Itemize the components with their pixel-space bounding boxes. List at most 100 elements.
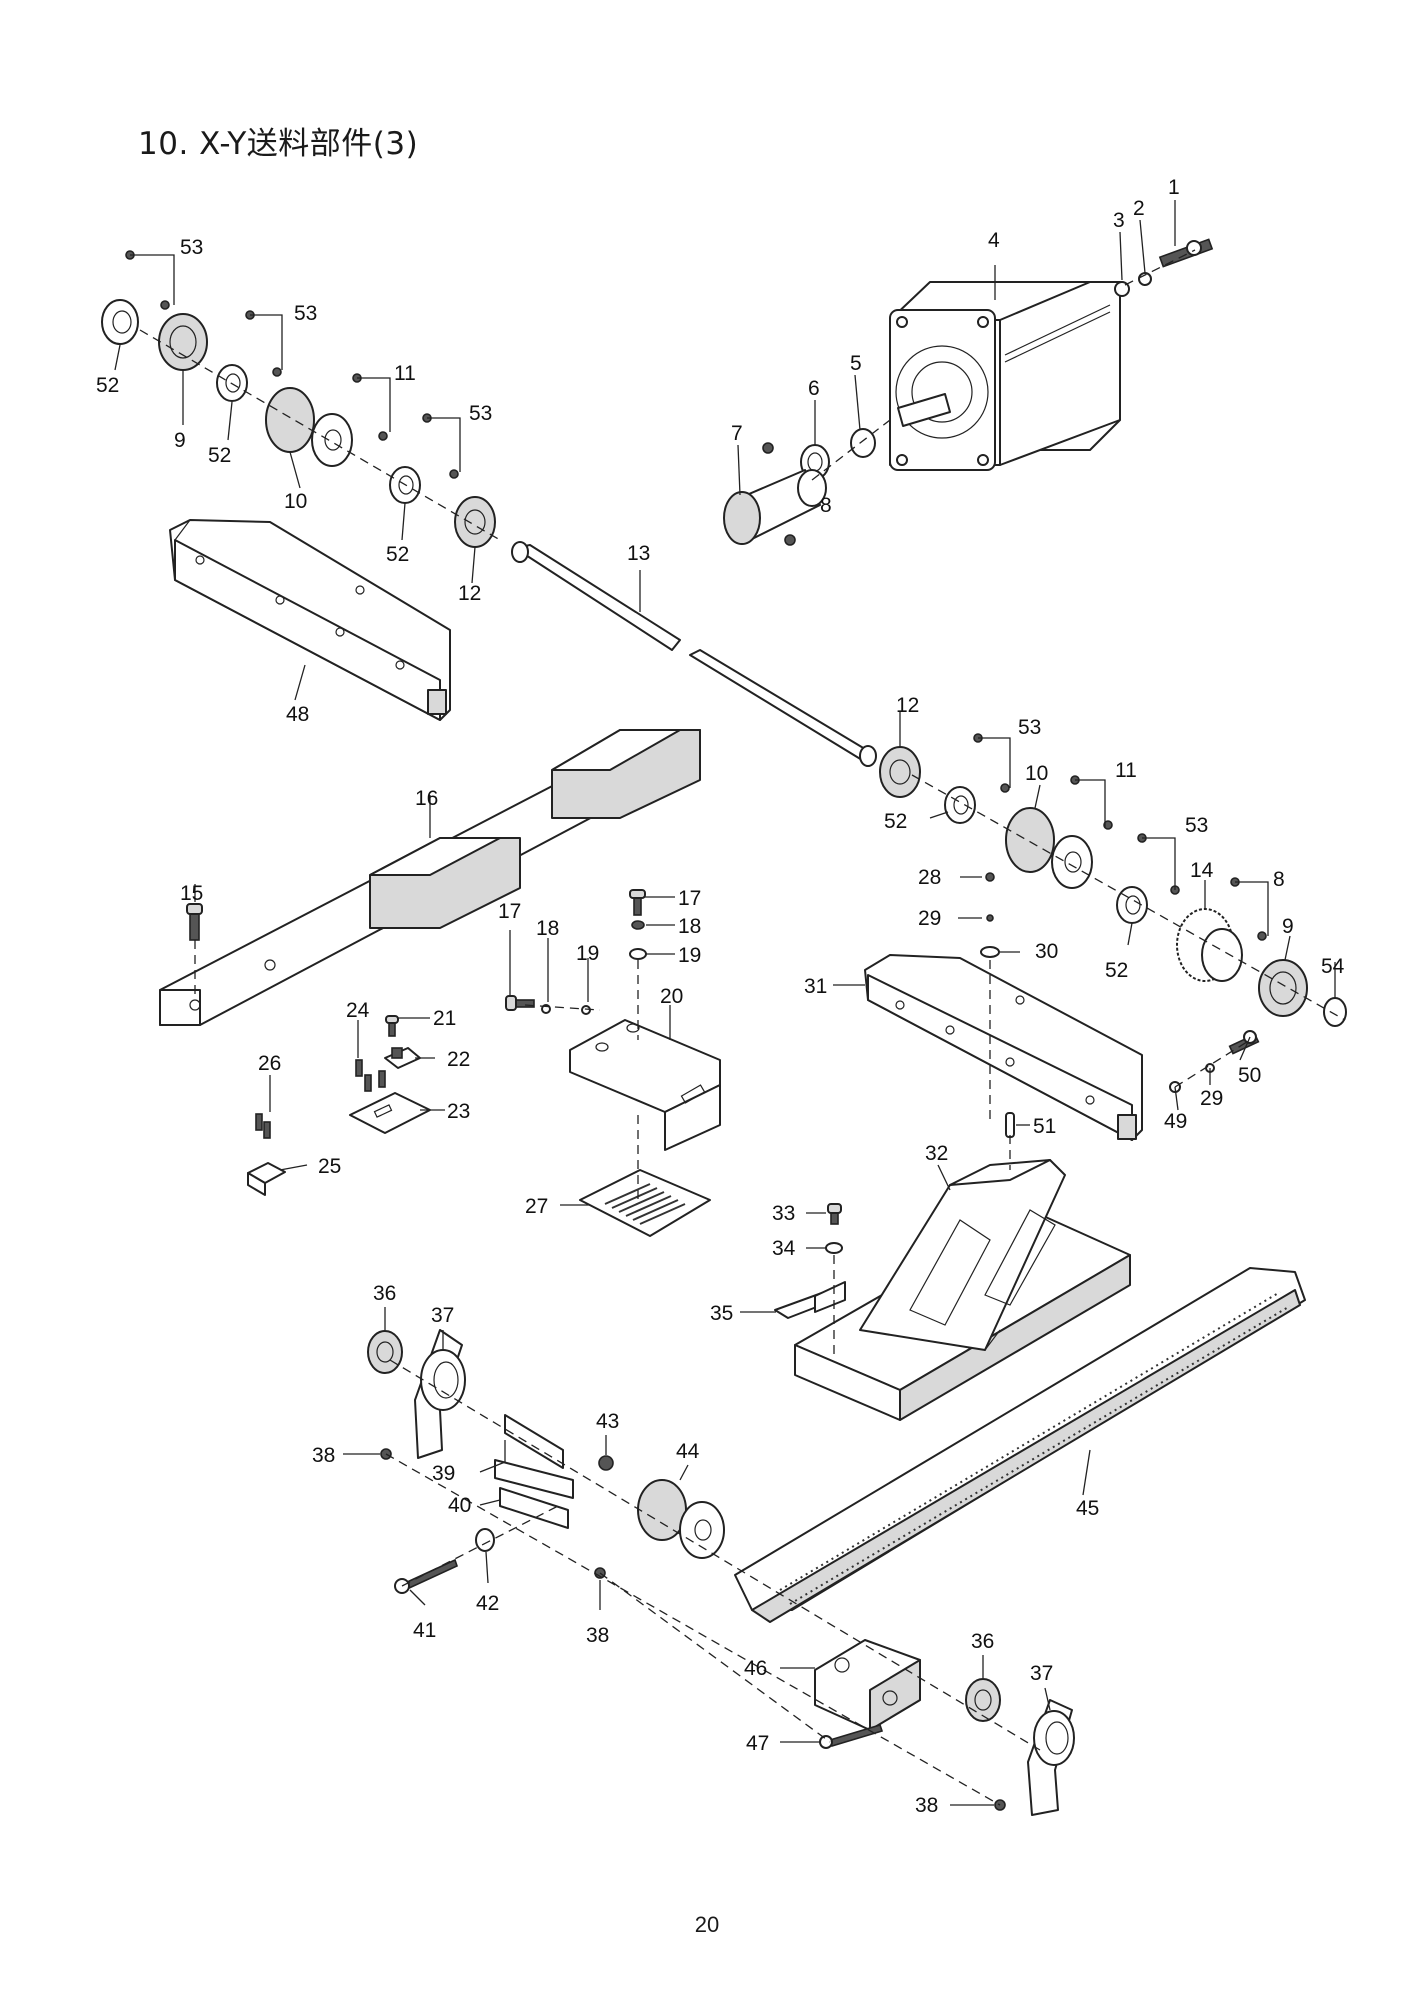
- callout-46: 46: [744, 1657, 767, 1680]
- callout-12-a: 12: [458, 582, 481, 605]
- callout-53-c: 53: [469, 402, 492, 425]
- pulley-10-right: [1005, 807, 1093, 889]
- stepper-motor: [889, 281, 1121, 471]
- callout-50: 50: [1238, 1064, 1261, 1087]
- collar-52-d: [1116, 886, 1148, 924]
- callout-27: 27: [525, 1195, 548, 1218]
- callout-52-b: 52: [208, 444, 231, 467]
- callout-23: 23: [447, 1100, 470, 1123]
- assembly-lines: [139, 249, 1346, 1806]
- callout-8-a: 8: [820, 494, 832, 517]
- callout-53-e: 53: [1185, 814, 1208, 837]
- callout-52-e: 52: [1105, 959, 1128, 982]
- bracket-20: [569, 1019, 721, 1151]
- callout-54: 54: [1321, 955, 1345, 978]
- callout-29-a: 29: [918, 907, 941, 930]
- block-22: [384, 1047, 421, 1069]
- callout-7: 7: [731, 422, 743, 445]
- bearing-12-right: [879, 746, 921, 798]
- callout-10-a: 10: [284, 490, 307, 513]
- washer-5: [850, 428, 876, 458]
- pulley-10-left: [265, 387, 353, 467]
- callout-45: 45: [1076, 1497, 1099, 1520]
- callout-18-b: 18: [678, 915, 701, 938]
- bearing-12-left: [454, 496, 496, 548]
- plate-27: [579, 1169, 711, 1237]
- callout-48: 48: [286, 703, 309, 726]
- pin-51: [1005, 1112, 1015, 1138]
- callout-52-a: 52: [96, 374, 119, 397]
- callout-42: 42: [476, 1592, 499, 1615]
- bearing-9-right: [1258, 959, 1308, 1017]
- bearing-36-a: [367, 1330, 403, 1374]
- timing-belt-45: [734, 1267, 1306, 1623]
- callout-39: 39: [432, 1462, 455, 1485]
- shaft-13: [511, 541, 877, 767]
- callout-53-b: 53: [294, 302, 317, 325]
- callout-38-c: 38: [915, 1794, 938, 1817]
- callout-11-a: 11: [394, 362, 416, 385]
- callout-19-b: 19: [678, 944, 701, 967]
- callout-31: 31: [804, 975, 827, 998]
- callout-24: 24: [346, 999, 370, 1022]
- callout-28: 28: [918, 866, 941, 889]
- callout-4: 4: [988, 229, 1000, 252]
- stand-32: [794, 1159, 1131, 1421]
- callout-20: 20: [660, 985, 683, 1008]
- callout-25: 25: [318, 1155, 341, 1178]
- callout-6: 6: [808, 377, 820, 400]
- callout-51: 51: [1033, 1115, 1056, 1138]
- callout-1: 1: [1168, 176, 1180, 199]
- callout-38-a: 38: [312, 1444, 335, 1467]
- bracket-48: [169, 519, 451, 721]
- callout-36-a: 36: [373, 1282, 396, 1305]
- callout-49: 49: [1164, 1110, 1187, 1133]
- arm-37-b: [1027, 1699, 1075, 1816]
- bolt-41: [394, 1558, 458, 1594]
- callout-37-a: 37: [431, 1304, 454, 1327]
- bracket-25: [247, 1162, 286, 1196]
- callout-37-b: 37: [1030, 1662, 1053, 1685]
- circlip-54: [1323, 997, 1347, 1027]
- plate-23: [349, 1092, 431, 1134]
- callout-52-c: 52: [386, 543, 409, 566]
- bolt-47: [819, 1724, 884, 1749]
- linear-rail-16: [159, 729, 701, 1026]
- callout-21: 21: [433, 1007, 456, 1030]
- arm-37-a: [414, 1329, 466, 1459]
- screw-17-b: [629, 889, 646, 916]
- callout-22: 22: [447, 1048, 470, 1071]
- bevel-gear-7: [723, 469, 827, 545]
- callout-13: 13: [627, 542, 650, 565]
- callout-16: 16: [415, 787, 438, 810]
- pulley-44: [637, 1479, 725, 1559]
- collar-52-c: [944, 786, 976, 824]
- callout-11-b: 11: [1115, 759, 1137, 782]
- callout-36-b: 36: [971, 1630, 994, 1653]
- callout-40: 40: [448, 1494, 471, 1517]
- callout-32: 32: [925, 1142, 948, 1165]
- leader-lines: [114, 200, 1336, 1806]
- callout-12-b: 12: [896, 694, 919, 717]
- callout-2: 2: [1133, 197, 1145, 220]
- callout-15: 15: [180, 882, 203, 905]
- callout-33: 33: [772, 1202, 795, 1225]
- callout-9-a: 9: [174, 429, 186, 452]
- callout-30: 30: [1035, 940, 1058, 963]
- bearing-9-left: [158, 313, 208, 371]
- callout-3: 3: [1113, 209, 1125, 232]
- page-title: 10. X-Y送料部件(3): [138, 126, 419, 162]
- bracket-31: [864, 954, 1143, 1141]
- gear-14: [1176, 908, 1243, 982]
- callout-5: 5: [850, 352, 862, 375]
- callout-38-b: 38: [586, 1624, 609, 1647]
- callout-10-b: 10: [1025, 762, 1048, 785]
- callout-29-b: 29: [1200, 1087, 1223, 1110]
- callout-44: 44: [676, 1440, 700, 1463]
- screw-17-a: [505, 995, 535, 1011]
- callout-9-b: 9: [1282, 915, 1294, 938]
- bearing-52-left: [101, 299, 139, 345]
- callout-18-a: 18: [536, 917, 559, 940]
- callout-52-d: 52: [884, 810, 907, 833]
